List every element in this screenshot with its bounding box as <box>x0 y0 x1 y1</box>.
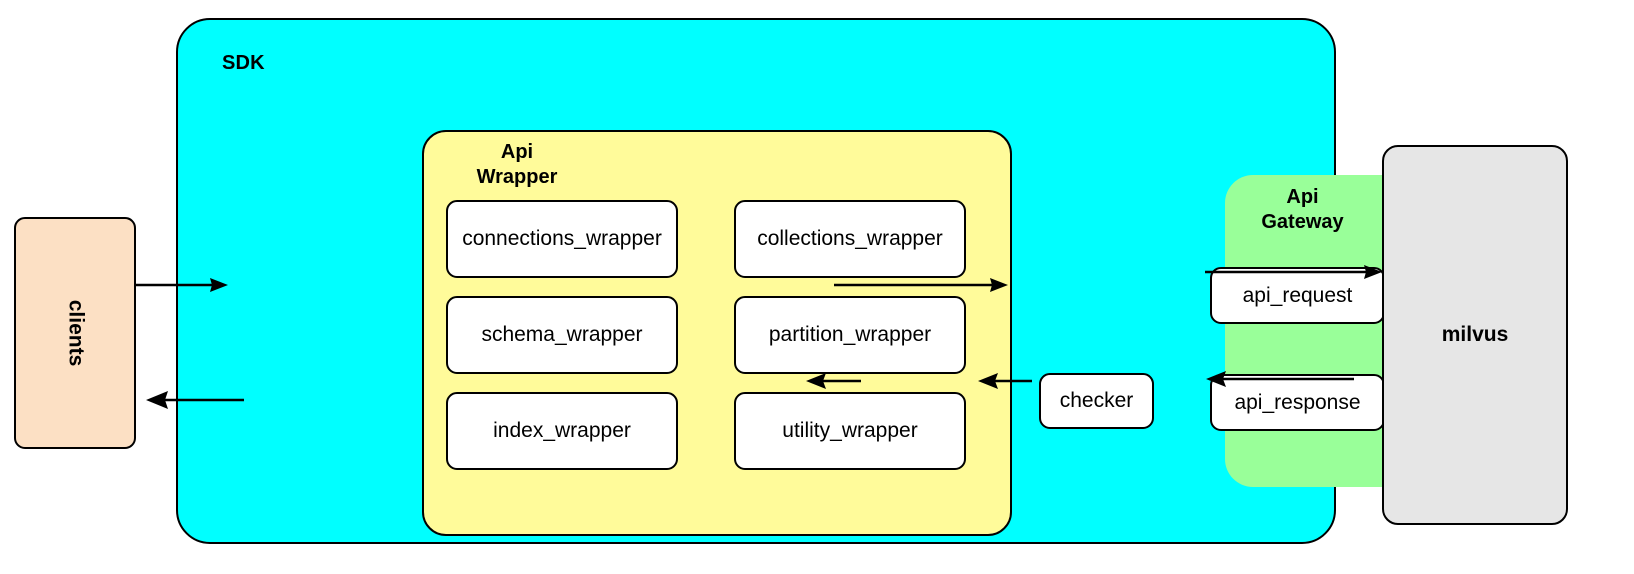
clients-label: clients <box>64 299 87 367</box>
milvus-label: milvus <box>1441 323 1509 346</box>
module-label: connections_wrapper <box>462 227 662 250</box>
checker-label: checker <box>1059 389 1134 412</box>
milvus-node[interactable]: milvus <box>1382 145 1568 525</box>
module-api-response[interactable]: api_response <box>1210 374 1385 431</box>
module-index-wrapper[interactable]: index_wrapper <box>446 392 678 470</box>
sdk-label: SDK <box>222 52 265 74</box>
api-wrapper-label-line1: Api <box>500 141 534 163</box>
module-label: collections_wrapper <box>757 227 943 250</box>
module-label: index_wrapper <box>493 419 631 442</box>
sdk-container[interactable]: SDK Api Wrapper connections_wrapper coll… <box>176 18 1426 544</box>
api-wrapper-label-line2: Wrapper <box>476 166 558 188</box>
api-gateway-label: Api Gateway <box>1225 185 1380 235</box>
module-label: api_response <box>1234 390 1361 414</box>
module-partition-wrapper[interactable]: partition_wrapper <box>734 296 966 374</box>
module-label: utility_wrapper <box>782 419 918 442</box>
checker-node[interactable]: checker <box>1039 373 1154 429</box>
module-utility-wrapper[interactable]: utility_wrapper <box>734 392 966 470</box>
module-schema-wrapper[interactable]: schema_wrapper <box>446 296 678 374</box>
api-wrapper-container[interactable]: Api Wrapper connections_wrapper collecti… <box>422 130 1012 536</box>
module-collections-wrapper[interactable]: collections_wrapper <box>734 200 966 278</box>
module-label: partition_wrapper <box>768 323 932 346</box>
api-wrapper-label: Api Wrapper <box>442 140 592 190</box>
clients-node[interactable]: clients <box>14 217 136 449</box>
api-gateway-label-line2: Gateway <box>1261 211 1344 233</box>
module-connections-wrapper[interactable]: connections_wrapper <box>446 200 678 278</box>
module-label: api_request <box>1242 283 1353 307</box>
api-gateway-label-line1: Api <box>1286 186 1319 208</box>
module-label: schema_wrapper <box>481 323 643 346</box>
module-api-request[interactable]: api_request <box>1210 267 1385 324</box>
